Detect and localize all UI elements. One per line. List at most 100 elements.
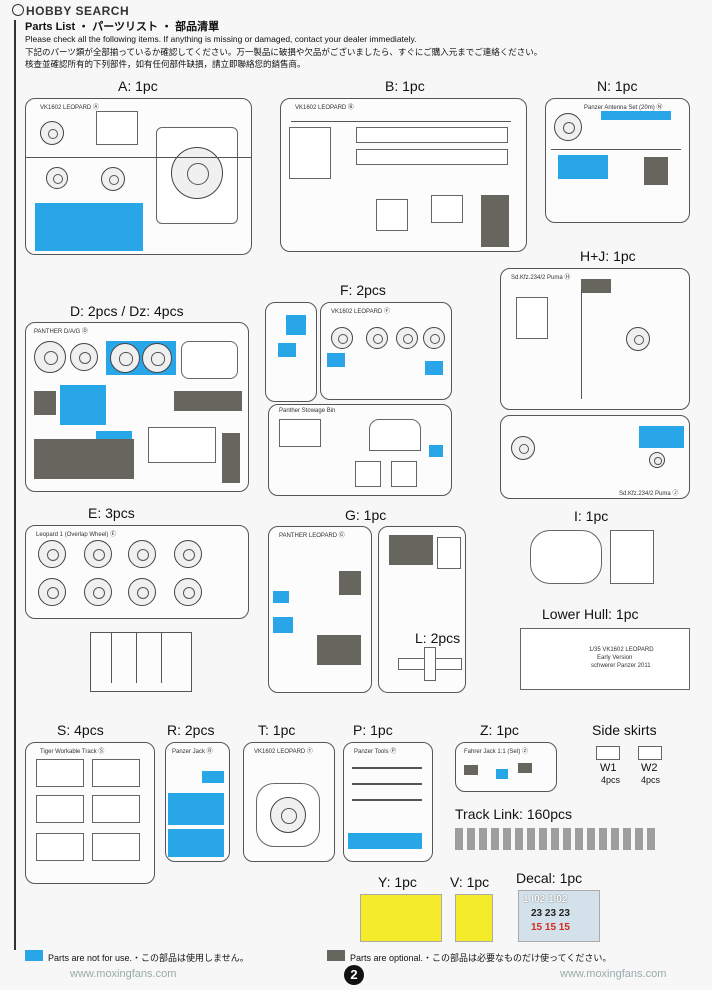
- sprue-e-wheel-8: [174, 578, 202, 606]
- sprue-h-part: [516, 297, 548, 339]
- sprue-p-label: P: 1pc: [353, 722, 393, 738]
- watermark-text-2: www.moxingfans.com: [560, 968, 667, 980]
- sprue-j-tag: Sd.Kfz.234/2 Puma Ⓙ: [619, 491, 679, 497]
- lower-hull-tag-3: schwerer Panzer 2011: [591, 663, 651, 669]
- sprue-a-tag: VK1602 LEOPARD Ⓐ: [40, 105, 99, 111]
- sprue-h-optional-area: [581, 279, 611, 293]
- sprue-f-stowage-frame: Panther Stowage Bin: [268, 404, 452, 496]
- sprue-e-wheel-1: [38, 540, 66, 568]
- decal-sheet: 1 I02 1I02 23 23 23 15 15 15: [518, 890, 600, 942]
- sprue-t-frame: VK1602 LEOPARD Ⓣ: [243, 742, 335, 862]
- instruction-jp: 下記のパーツ類が全部揃っているか確認してください。万一製品に破損や欠品がございま…: [25, 47, 543, 57]
- sprue-n-runner: [551, 149, 681, 150]
- sprue-e-tag: Leopard 1 (Overlap Wheel) Ⓔ: [36, 532, 117, 538]
- clear-part-y-sheet: [360, 894, 442, 942]
- sprue-p-tool-3: [352, 799, 422, 801]
- sprue-d-wheel-3: [110, 343, 140, 373]
- sprue-f-unused-2: [425, 361, 443, 375]
- sprue-i-part: [610, 530, 654, 584]
- sprue-f-unused: [327, 353, 345, 367]
- sprue-d-wheel-2: [70, 343, 98, 371]
- legend-optional-swatch: [327, 950, 345, 961]
- sprue-e-runner-2: [136, 633, 137, 683]
- watermark-text: www.moxingfans.com: [70, 968, 177, 980]
- sprue-d-tag: PANTHER D/A/G Ⓓ: [34, 329, 88, 335]
- sprue-e-label: E: 3pcs: [88, 505, 135, 521]
- sprue-n-unused-bar: [601, 111, 671, 120]
- sprue-a-wheel: [40, 121, 64, 145]
- sprue-f-stowage-unused: [429, 445, 443, 457]
- sprue-z-tag: Fahrer Jack 1:1 (Set) Ⓩ: [464, 749, 529, 755]
- legend-unused-swatch: [25, 950, 43, 961]
- decal-row-2: 23 23 23: [531, 908, 570, 919]
- sprue-s-links-6: [92, 833, 140, 861]
- lower-hull-part: 1/35 VK1602 LEOPARD Early Version schwer…: [520, 628, 690, 690]
- sprue-s-label: S: 4pcs: [57, 722, 104, 738]
- sprue-f-unused-side: [286, 315, 306, 335]
- sprue-s-links-1: [36, 759, 84, 787]
- clear-part-y-label: Y: 1pc: [378, 874, 417, 890]
- sprue-d-optional-bar: [174, 391, 242, 411]
- side-skirt-w2-label: W2: [641, 762, 658, 774]
- sprue-a-unused-area: [35, 203, 143, 251]
- page-title: Parts List ・ パーツリスト ・ 部品清單: [25, 21, 220, 33]
- sprue-t-ring: [270, 797, 306, 833]
- lower-hull-tag-2: Early Version: [597, 655, 633, 661]
- sprue-n-tag: Panzer Antenna Set (20m) Ⓝ: [584, 105, 663, 111]
- sprue-g-frame: PANTHER LEOPARD Ⓖ: [268, 526, 372, 693]
- sprue-b-plate: [289, 127, 331, 179]
- sprue-g-optional: [339, 571, 361, 595]
- sprue-b-runner: [291, 121, 511, 122]
- sprue-e-wheel-2: [84, 540, 112, 568]
- sprue-f-wheel: [331, 327, 353, 349]
- sprue-d-wheel-4: [142, 343, 172, 373]
- sprue-s-links-3: [36, 795, 84, 823]
- sprue-i-turret-floor: [530, 530, 602, 584]
- sprue-a-frame: VK1602 LEOPARD Ⓐ: [25, 98, 252, 255]
- sprue-d-optional-tall: [222, 433, 240, 483]
- sprue-g-optional-3: [389, 535, 433, 565]
- sprue-r-unused-2: [168, 793, 224, 825]
- sprue-e-frame: Leopard 1 (Overlap Wheel) Ⓔ: [25, 525, 249, 619]
- sprue-s-links-4: [92, 795, 140, 823]
- instruction-en: Please check all the following items. If…: [25, 34, 417, 44]
- side-skirt-w2-count: 4pcs: [641, 775, 661, 785]
- sprue-n-frame: Panzer Antenna Set (20m) Ⓝ: [545, 98, 690, 223]
- sprue-f-label: F: 2pcs: [340, 282, 386, 298]
- sprue-l-part-2: [424, 647, 436, 681]
- sprue-h-frame: Sd.Kfz.234/2 Puma Ⓗ: [500, 268, 690, 410]
- sprue-z-optional: [464, 765, 478, 775]
- sprue-s-links-5: [36, 833, 84, 861]
- sprue-j-wheel: [511, 436, 535, 460]
- sprue-f-stowage-lid: [369, 419, 421, 451]
- sprue-r-unused: [202, 771, 224, 783]
- sprue-t-tag: VK1602 LEOPARD Ⓣ: [254, 749, 313, 755]
- sprue-a-label: A: 1pc: [118, 78, 158, 94]
- left-border-line: [14, 20, 16, 950]
- sprue-g-unused: [273, 591, 289, 603]
- sprue-e-runner-1: [111, 633, 112, 683]
- sprue-j-unused-area: [639, 426, 684, 448]
- sprue-z-unused: [496, 769, 508, 779]
- sprue-d-wheel: [34, 341, 66, 373]
- sprue-b-part: [376, 199, 408, 231]
- sprue-d-frame-part: [148, 427, 216, 463]
- sprue-f-stowage-box-2: [391, 461, 417, 487]
- side-skirt-w1-count: 4pcs: [601, 775, 621, 785]
- sprue-f-unused-side-2: [278, 343, 296, 357]
- sprue-d-unused-mid: [60, 385, 106, 425]
- sprue-hj-label: H+J: 1pc: [580, 248, 636, 264]
- sprue-g-unused-2: [273, 617, 293, 633]
- clear-part-v-sheet: [455, 894, 493, 942]
- sprue-f-wheel-3: [396, 327, 418, 349]
- side-skirt-w1-part: [596, 746, 620, 760]
- decal-row-3: 15 15 15: [531, 922, 570, 933]
- sprue-d-label: D: 2pcs / Dz: 4pcs: [70, 303, 184, 319]
- sprue-f-wheel-2: [366, 327, 388, 349]
- decal-label: Decal: 1pc: [516, 870, 583, 886]
- sprue-f-tag: VK1602 LEOPARD Ⓕ: [331, 309, 390, 315]
- sprue-e-wheel-5: [38, 578, 66, 606]
- sprue-d-part: [181, 341, 238, 379]
- instruction-cn: 核查並確認所有的下列部件，如有任何部件缺損，請立即聯絡您的銷售商。: [25, 59, 306, 69]
- sprue-d-optional-small: [34, 391, 56, 415]
